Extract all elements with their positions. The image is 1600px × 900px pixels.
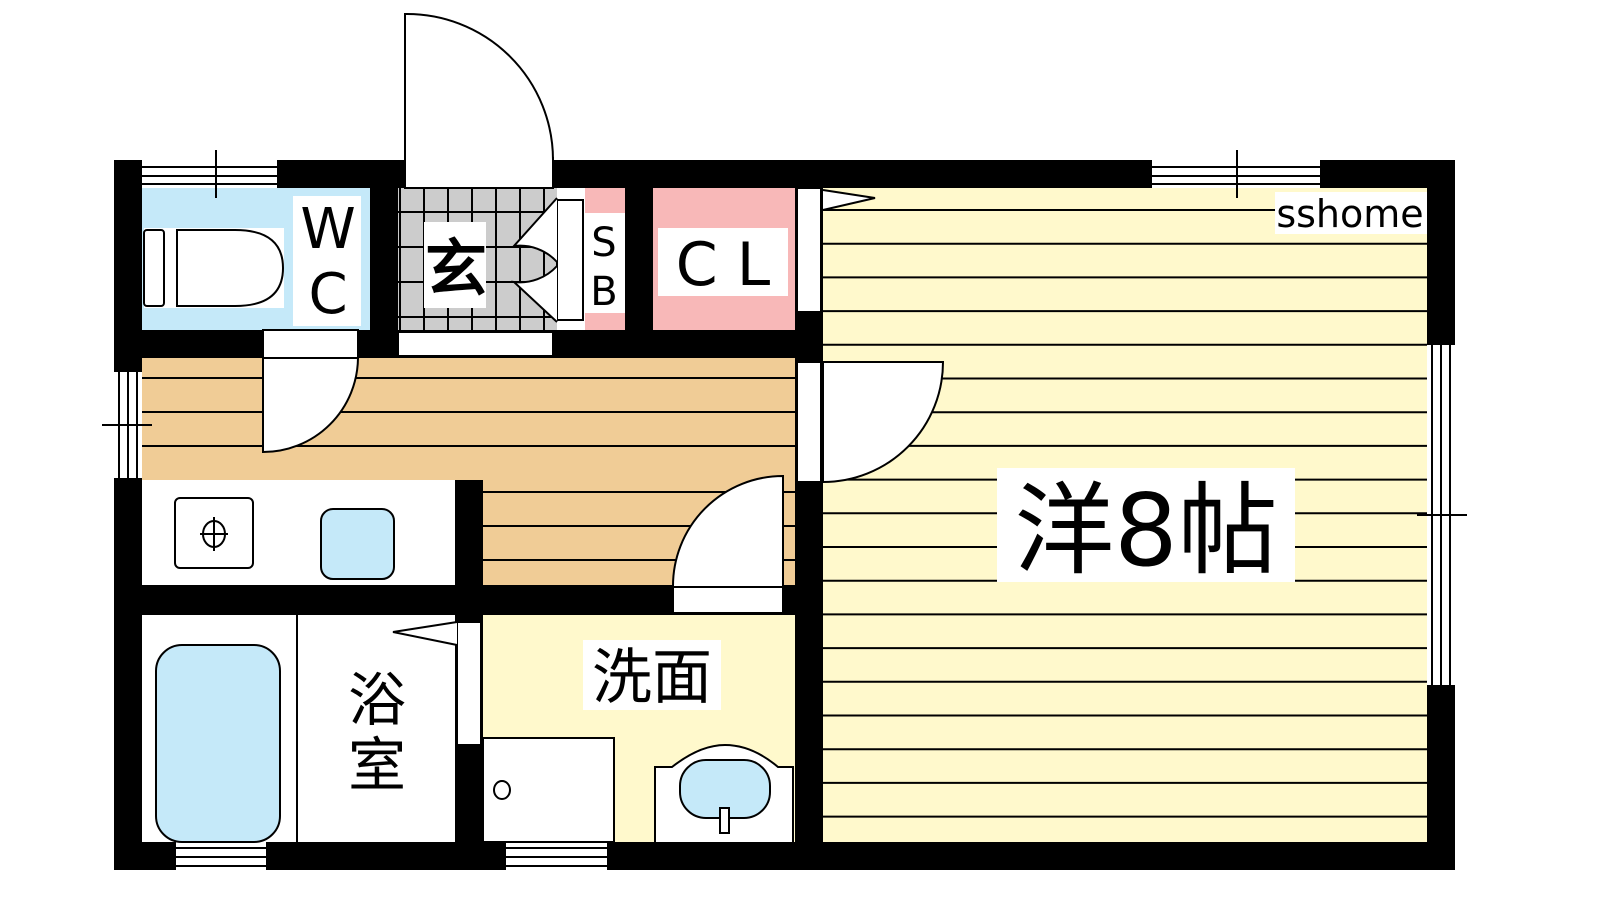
bathroom-door: [392, 621, 482, 746]
western-room-label: 洋8帖: [1014, 472, 1278, 589]
washroom-label: 洗面: [592, 643, 712, 713]
wc-label-c: C: [308, 262, 347, 327]
closet-door: [796, 187, 876, 313]
stove-icon: [174, 497, 254, 569]
hallway: [142, 358, 795, 480]
bathtub-icon: [155, 644, 281, 843]
entrance-step: [397, 331, 554, 357]
closet-label: C L: [676, 230, 771, 300]
toilet-icon: [143, 228, 285, 308]
bathroom-label-2: 室: [348, 731, 406, 799]
entrance-door: [404, 12, 554, 189]
window-room-top: [1152, 150, 1320, 198]
entrance-label: 玄: [425, 232, 487, 305]
shoe-box-label-b: B: [590, 269, 617, 315]
shoe-box-label-s: S: [591, 220, 616, 266]
window-wc: [142, 150, 277, 198]
watermark: sshome: [1276, 192, 1423, 236]
wash-basin-icon: [654, 743, 794, 842]
window-washroom-bottom: [506, 842, 607, 870]
washroom-door: [671, 474, 784, 614]
kitchen-sink-icon: [320, 508, 395, 580]
window-hallway-left: [102, 372, 152, 478]
room-floor-lines: [823, 209, 1427, 818]
hallway-floor-lines: [142, 377, 795, 561]
washing-machine-icon: [482, 737, 615, 843]
window-room-right: [1417, 345, 1467, 685]
wc-door: [262, 329, 360, 454]
shoe-box-doors: [511, 197, 584, 323]
wc-label-w: W: [300, 197, 355, 262]
bathroom-label-1: 浴: [348, 666, 406, 734]
window-bath-bottom: [176, 842, 266, 870]
room-door: [796, 361, 945, 484]
